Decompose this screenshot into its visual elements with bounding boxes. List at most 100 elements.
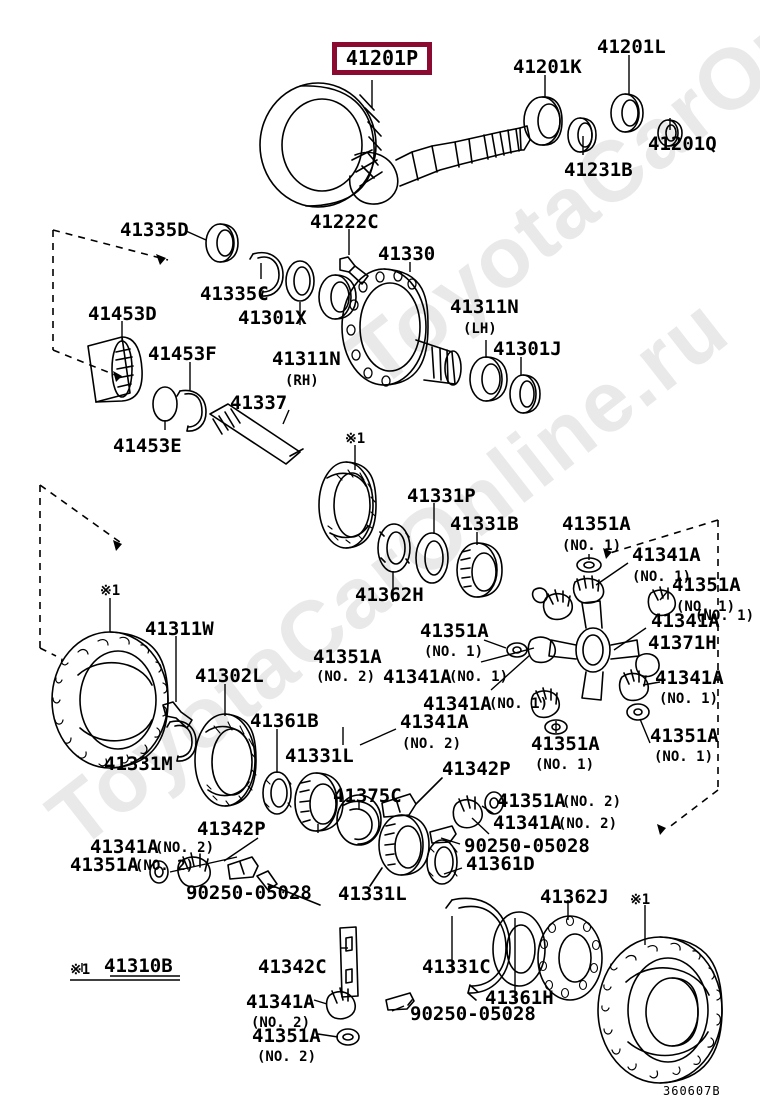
part-label-41341a[interactable]: 41341A [632,544,701,566]
part-label-41231b[interactable]: 41231B [564,159,633,181]
part-label-41351a[interactable]: 41351A [650,725,719,747]
part-label-41331p[interactable]: 41331P [407,485,476,507]
part-label-90250-05028[interactable]: 90250-05028 [410,1003,536,1025]
part-label-41331b[interactable]: 41331B [450,513,519,535]
part-label-41302l[interactable]: 41302L [195,665,264,687]
cap-41375C [336,794,382,846]
part-label-41342c[interactable]: 41342C [258,956,327,978]
part-label-no-1[interactable]: (NO. 1) [562,538,622,554]
part-label-41335c[interactable]: 41335C [200,283,269,305]
part-label-no-1[interactable]: (NO. 1) [659,691,719,707]
part-label-41331m[interactable]: 41331M [104,753,173,775]
part-label-41361d[interactable]: 41361D [466,853,535,875]
part-label-41311n[interactable]: 41311N [272,348,341,370]
part-label-41351a[interactable]: 41351A [497,790,566,812]
part-label-1[interactable]: ※1 [70,962,91,978]
part-label-41341a[interactable]: 41341A [423,693,492,715]
part-label-41351a[interactable]: 41351A [531,733,600,755]
bracket-arrowheads [113,254,666,835]
part-label-no-1[interactable]: (NO. 1) [424,644,484,660]
part-label-41341a[interactable]: 41341A [493,812,562,834]
part-label-no-1[interactable]: (NO. 1) [449,669,509,685]
highlighted-part-box[interactable]: 41201P [332,42,432,75]
part-label-41341a[interactable]: 41341A [655,667,724,689]
spider-cross-assembly [530,557,677,735]
part-label-41342p[interactable]: 41342P [442,758,511,780]
part-label-41337[interactable]: 41337 [230,392,288,414]
part-label-no-1[interactable]: (NO. 1) [632,569,692,585]
part-label-41351a[interactable]: 41351A [562,513,631,535]
part-label-41361b[interactable]: 41361B [250,710,319,732]
part-label-no-1[interactable]: (NO. 1) [695,608,755,624]
part-label-no-1[interactable]: (NO. 1) [489,696,549,712]
case-41302L [194,713,257,807]
part-label-41330[interactable]: 41330 [378,243,436,265]
part-label-41201k[interactable]: 41201K [513,56,582,78]
part-label-41351a[interactable]: 41351A [70,854,139,876]
part-label-no-1[interactable]: (NO. 1) [654,749,714,765]
part-label-no-1[interactable]: (NO. 1) [535,757,595,773]
part-label-no-2[interactable]: (NO. 2) [257,1049,317,1065]
part-label-41453e[interactable]: 41453E [113,435,182,457]
part-label-no-2[interactable]: (NO. 2) [562,794,622,810]
part-label-41351a[interactable]: 41351A [252,1025,321,1047]
part-label-41341a[interactable]: 41341A [383,666,452,688]
part-label-41371h[interactable]: 41371H [648,632,717,654]
part-label-1[interactable]: ※1 [100,583,121,599]
part-label-41222c[interactable]: 41222C [310,211,379,233]
part-label-41361h[interactable]: 41361H [485,987,554,1009]
leader-lines [81,55,671,1038]
bottom-right-assembly [445,897,723,1084]
part-label-no-2[interactable]: (NO. 2) [558,816,618,832]
part-label-41341a[interactable]: 41341A [90,836,159,858]
part-label-no-1[interactable]: (NO. 1) [676,599,736,615]
part-label-41301x[interactable]: 41301X [238,307,307,329]
small-parts-bottom-right [407,999,413,1006]
part-label-41341a[interactable]: 41341A [400,711,469,733]
part-label-41375c[interactable]: 41375C [333,785,402,807]
pinion-bearing-group [523,93,683,153]
part-label-no-2[interactable]: (NO. 2) [155,840,215,856]
differential-case-41330 [341,268,462,387]
part-label-41341a[interactable]: 41341A [246,991,315,1013]
part-label-rh[interactable]: (RH) [285,373,319,389]
ring-cluster-lower-center [369,814,458,887]
part-label-no-2[interactable]: (NO. 2) [316,669,376,685]
part-label-41351a[interactable]: 41351A [313,646,382,668]
part-label-41351a[interactable]: 41351A [420,620,489,642]
part-label-41201l[interactable]: 41201L [597,36,666,58]
part-label-41311n[interactable]: 41311N [450,296,519,318]
part-label-41453f[interactable]: 41453F [148,343,217,365]
part-label-41362h[interactable]: 41362H [355,584,424,606]
pin-41342P-right [381,777,443,818]
part-label-no-2[interactable]: (NO. 2) [251,1015,311,1031]
part-label-360607b[interactable]: 360607B [663,1084,721,1098]
part-label-41310b[interactable]: 41310B [104,955,173,977]
part-label-41331l[interactable]: 41331L [285,745,354,767]
part-label-41453d[interactable]: 41453D [88,303,157,325]
shaft-41337 [209,403,304,465]
pin-41342C [339,926,359,998]
part-label-90250-05028[interactable]: 90250-05028 [186,882,312,904]
part-label-41351a[interactable]: 41351A [672,574,741,596]
part-label-no-2[interactable]: (NO. 2) [135,858,195,874]
part-label-41342p[interactable]: 41342P [197,818,266,840]
part-label-no-2[interactable]: (NO. 2) [402,736,462,752]
part-label-41201q[interactable]: 41201Q [648,133,717,155]
dashed-bracket-right [609,519,719,829]
part-label-41331c[interactable]: 41331C [422,956,491,978]
part-label-1[interactable]: ※1 [345,431,366,447]
part-label-90250-05028[interactable]: 90250-05028 [464,835,590,857]
part-label-41311w[interactable]: 41311W [145,618,214,640]
part-label-41362j[interactable]: 41362J [540,886,609,908]
part-label-41335d[interactable]: 41335D [120,219,189,241]
dashed-bracket-left-upper [52,229,169,378]
part-label-41341a[interactable]: 41341A [651,610,720,632]
part-label-41301j[interactable]: 41301J [493,338,562,360]
part-label-lh[interactable]: (LH) [463,321,497,337]
part-label-1[interactable]: ※1 [630,892,651,908]
pin-gear-group-lower-left [149,852,321,906]
part-label-41331l[interactable]: 41331L [338,883,407,905]
